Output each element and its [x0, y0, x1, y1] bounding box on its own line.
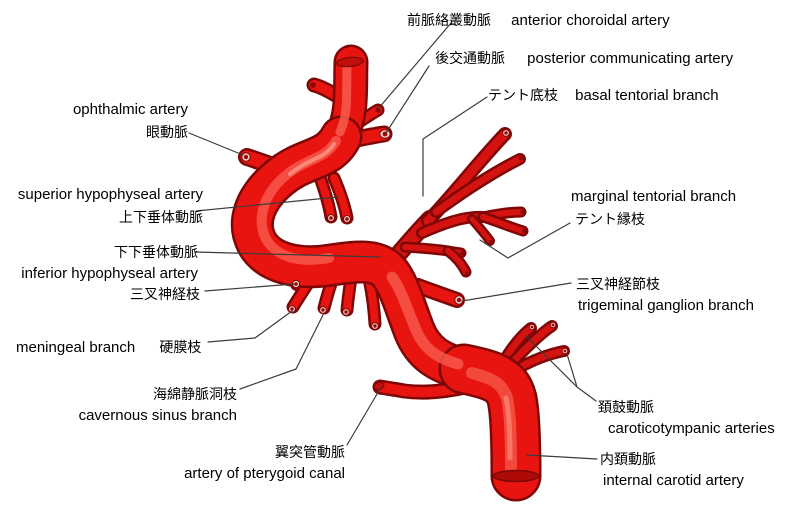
leader-posterior-communicating — [385, 65, 430, 134]
trunk-bottom-cut-end — [492, 469, 540, 483]
label-basal-tentorial: テント底枝 basal tentorial branch — [488, 84, 719, 107]
leader-caroticotympanic-b — [566, 353, 578, 388]
ring-suphyp-1 — [327, 214, 335, 222]
label-internal-carotid-jp: 内頚動脈 — [600, 451, 656, 467]
label-marginal-tentorial: marginal tentorial branch テント縁枝 — [571, 186, 736, 230]
label-pterygoid-canal-en: artery of pterygoid canal — [184, 465, 345, 482]
ring-cluster-5 — [371, 322, 379, 330]
label-trigeminal-branch-jp: 三叉神経枝 — [130, 286, 200, 302]
leader-ophthalmic — [188, 132, 244, 156]
leader-lines — [188, 22, 598, 460]
label-inferior-hypophyseal-jp: 下下垂体動脈 — [114, 244, 198, 260]
leader-cavernous-sinus — [239, 314, 324, 390]
label-pterygoid-canal: 翼突管動脈 artery of pterygoid canal — [178, 441, 345, 485]
label-ophthalmic: ophthalmic artery 眼動脈 — [65, 99, 188, 143]
label-meningeal: meningeal branch 硬膜枝 — [16, 336, 201, 359]
label-inferior-hypophyseal: 下下垂体動脈 inferior hypophyseal artery — [8, 241, 198, 285]
ring-caroticotympanic-1 — [528, 323, 536, 331]
tentorial-low-tube — [402, 244, 451, 254]
vessel-open-ends — [241, 82, 569, 355]
label-caroticotympanic: 頚鼓動脈 caroticotympanic arteries — [598, 396, 775, 440]
ring-trigeminal-ganglion — [454, 295, 464, 305]
label-anterior-choroidal-jp: 前脈絡叢動脈 — [407, 12, 491, 28]
caroticotympanic-tube-2 — [509, 322, 556, 366]
label-inferior-hypophyseal-en: inferior hypophyseal artery — [21, 265, 198, 282]
leader-trigeminal-branch — [204, 283, 295, 292]
ring-ophthalmic — [241, 152, 251, 162]
ring-caroticotympanic-3 — [561, 347, 569, 355]
leader-trigeminal-ganglion — [461, 282, 572, 302]
ring-cluster-2 — [288, 305, 296, 313]
vessel-tentorial-branches — [387, 127, 529, 278]
ring-suphyp-2 — [343, 215, 351, 223]
label-cavernous-sinus-jp: 海綿静脈洞枝 — [153, 386, 237, 402]
label-trigeminal-branch: 三叉神経枝 — [8, 283, 200, 305]
caroticotympanic-tube-3 — [515, 347, 568, 372]
ring-cluster-3 — [319, 306, 327, 314]
trunk-top-cut-end — [335, 56, 365, 68]
tip-dots — [310, 82, 527, 276]
label-superior-hypophyseal-jp: 上下垂体動脈 — [119, 209, 203, 225]
vessel-superior-hypophyseal — [311, 165, 354, 225]
label-superior-hypophyseal-en: superior hypophyseal artery — [17, 186, 203, 203]
label-pterygoid-canal-jp: 翼突管動脈 — [275, 444, 345, 460]
label-posterior-communicating: 後交通動脈 posterior communicating artery — [435, 47, 733, 70]
label-internal-carotid: 内頚動脈 internal carotid artery — [600, 448, 744, 492]
tentorial-mid-fork-b — [480, 214, 526, 234]
label-trigeminal-ganglion: 三叉神経節枝 trigeminal ganglion branch — [576, 273, 754, 317]
vessel-trigeminal-ganglion-branch — [410, 278, 465, 308]
label-marginal-tentorial-jp: テント縁枝 — [575, 211, 645, 227]
tentorial-low-fork-b — [445, 248, 469, 275]
label-anterior-choroidal-en: anterior choroidal artery — [511, 12, 670, 29]
leader-basal-tentorial — [422, 96, 488, 197]
ring-postcomm — [379, 129, 391, 139]
leader-inferior-hypophyseal — [194, 251, 381, 258]
leader-marginal-tentorial — [479, 222, 571, 259]
ring-caroticotympanic-2 — [549, 321, 557, 329]
label-meningeal-jp: 硬膜枝 — [159, 339, 202, 355]
label-basal-tentorial-en: basal tentorial branch — [575, 87, 719, 104]
label-anterior-choroidal: 前脈絡叢動脈 anterior choroidal artery — [407, 9, 670, 32]
label-internal-carotid-en: internal carotid artery — [603, 472, 744, 489]
vessel-internal-carotid-trunk — [230, 44, 542, 502]
leader-pterygoid-canal — [346, 388, 381, 446]
label-cavernous-sinus: 海綿静脈洞枝 cavernous sinus branch — [70, 383, 237, 427]
label-caroticotympanic-jp: 頚鼓動脈 — [598, 399, 654, 415]
label-superior-hypophyseal: superior hypophyseal artery 上下垂体動脈 — [8, 184, 203, 228]
label-caroticotympanic-en: caroticotympanic arteries — [608, 420, 775, 437]
label-trigeminal-ganglion-en: trigeminal ganglion branch — [578, 297, 754, 314]
trigeminal-ganglion-tube — [412, 280, 463, 306]
ring-basal-tentorial — [502, 129, 510, 137]
leader-superior-hypophyseal — [195, 196, 339, 212]
label-ophthalmic-jp: 眼動脈 — [146, 124, 188, 140]
label-basal-tentorial-jp: テント底枝 — [488, 87, 558, 103]
label-ophthalmic-en: ophthalmic artery — [72, 101, 188, 118]
leader-internal-carotid — [526, 454, 598, 460]
leader-anterior-choroidal — [377, 22, 452, 110]
label-trigeminal-ganglion-jp: 三叉神経節枝 — [576, 276, 660, 292]
tentorial-twig — [469, 216, 493, 244]
label-posterior-communicating-en: posterior communicating artery — [527, 50, 734, 67]
label-marginal-tentorial-en: marginal tentorial branch — [571, 188, 737, 205]
label-meningeal-en: meningeal branch — [16, 339, 136, 356]
leader-meningeal — [207, 310, 293, 343]
label-cavernous-sinus-en: cavernous sinus branch — [78, 407, 237, 424]
label-posterior-communicating-jp: 後交通動脈 — [435, 50, 505, 66]
marginal-tentorial-tube — [432, 155, 524, 216]
ring-cluster-4 — [342, 308, 350, 316]
trunk-highlights — [256, 61, 517, 474]
